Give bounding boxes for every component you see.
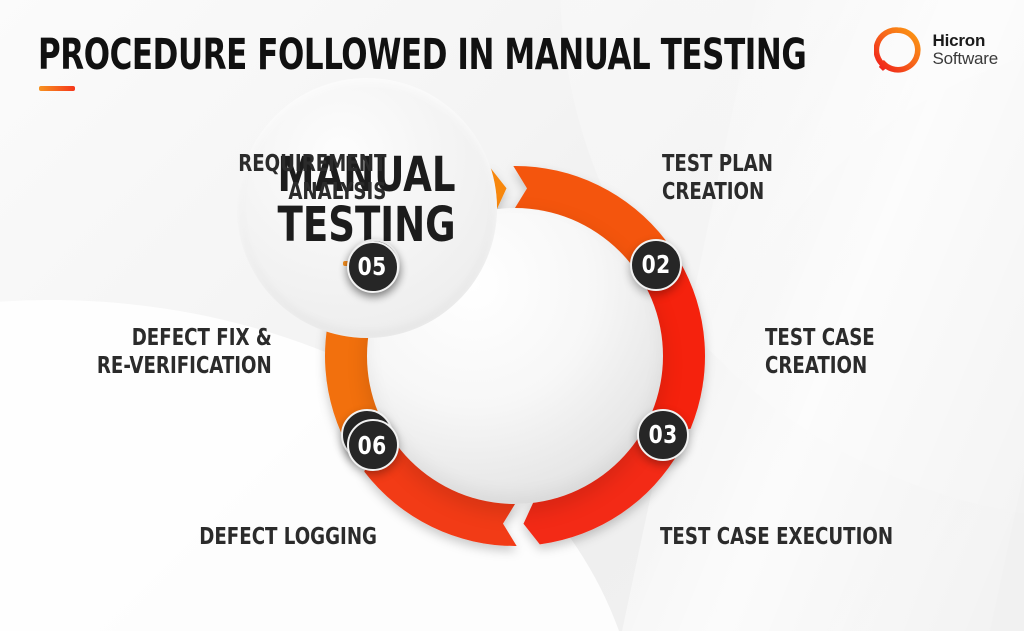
step-badge-02[interactable]: 02	[629, 238, 682, 291]
step-label-02: TEST PLAN CREATION	[662, 151, 774, 205]
step-badge-06[interactable]: 06	[346, 419, 399, 472]
ring-segment-05[interactable]	[364, 444, 517, 546]
brand-name-line2: Software	[932, 49, 999, 68]
page-title: PROCEDURE FOLLOWED IN MANUAL TESTING	[38, 30, 807, 80]
step-label-04: TEST CASE EXECUTION	[660, 524, 894, 550]
step-badge-03[interactable]: 03	[637, 408, 690, 461]
title-underline-accent	[39, 86, 75, 91]
step-badge-05[interactable]: 05	[346, 240, 399, 293]
wheel-hub-inner: MANUAL TESTING	[237, 78, 497, 338]
step-number-05: 05	[357, 252, 388, 282]
wheel-hub-outer: MANUAL TESTING	[237, 78, 663, 504]
brand-logo: Hicron Software	[873, 26, 999, 74]
brand-logo-text: Hicron Software	[933, 32, 999, 68]
hicron-ring-icon	[873, 27, 921, 73]
center-title-line1: MANUAL	[277, 147, 457, 203]
step-number-02: 02	[641, 250, 671, 280]
step-label-01: REQUIREMENT ANALYSIS	[237, 151, 386, 205]
step-label-06: DEFECT FIX & RE-VERIFICATION	[97, 325, 272, 379]
step-label-03: TEST CASE CREATION	[765, 325, 875, 379]
step-number-03: 03	[648, 420, 678, 450]
ring-segment-03[interactable]	[640, 259, 705, 433]
step-label-05: DEFECT LOGGING	[199, 524, 377, 550]
ring-segment-02[interactable]	[513, 166, 666, 268]
step-number-06: 06	[357, 430, 388, 460]
ring-segment-04[interactable]	[523, 427, 681, 545]
brand-name-line1: Hicron	[932, 31, 986, 51]
